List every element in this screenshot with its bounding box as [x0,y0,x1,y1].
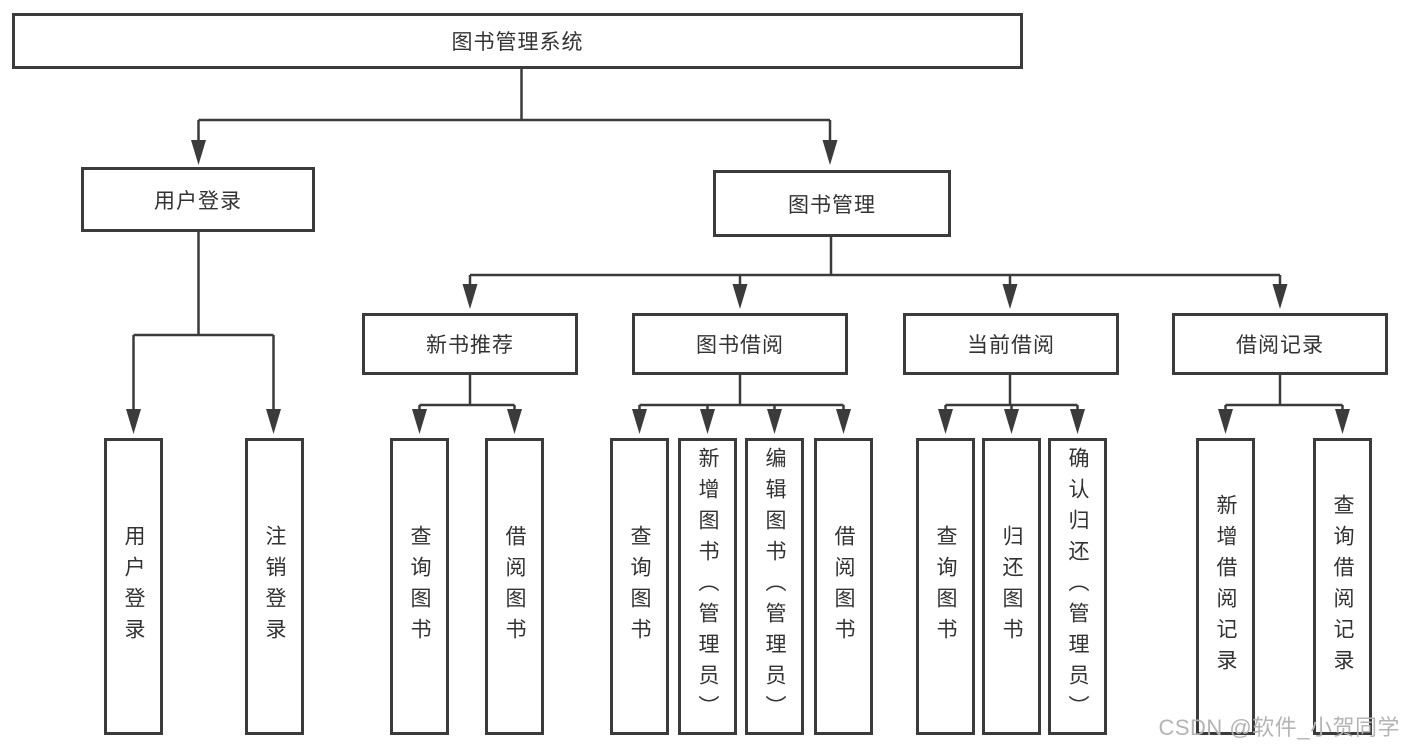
leaf-current-query-book-label: 查询图书 [934,524,957,649]
node-current-borrow: 当前借阅 [903,313,1119,375]
node-root-label: 图书管理系统 [451,31,584,54]
leaf-confirm-return-admin: 确认归还（管理员） [1048,438,1107,735]
leaf-borrow-borrow-book: 借阅图书 [814,438,873,735]
leaf-user-login-label: 用户登录 [122,524,145,649]
leaf-confirm-return-admin-label: 确认归还（管理员） [1066,447,1089,726]
node-new-book-recommend-label: 新书推荐 [426,334,514,357]
leaf-add-book-admin-label: 新增图书（管理员） [696,447,719,726]
node-book-management: 图书管理 [713,170,951,237]
leaf-add-book-admin: 新增图书（管理员） [678,438,737,735]
csdn-watermark: CSDN @软件_小贺同学 [1158,715,1400,740]
node-root: 图书管理系统 [12,13,1023,69]
leaf-current-query-book: 查询图书 [916,438,975,735]
node-current-borrow-label: 当前借阅 [967,334,1055,357]
leaf-edit-book-admin-label: 编辑图书（管理员） [763,447,786,726]
leaf-borrow-borrow-book-label: 借阅图书 [832,524,855,649]
leaf-return-book-label: 归还图书 [1000,524,1023,649]
leaf-logout: 注销登录 [245,438,304,735]
leaf-logout-label: 注销登录 [263,524,286,649]
leaf-add-borrow-record: 新增借阅记录 [1196,438,1255,735]
leaf-query-borrow-record: 查询借阅记录 [1313,438,1372,735]
node-book-borrow-label: 图书借阅 [696,334,784,357]
node-borrow-records: 借阅记录 [1172,313,1388,375]
node-borrow-records-label: 借阅记录 [1236,334,1324,357]
leaf-add-borrow-record-label: 新增借阅记录 [1214,493,1237,680]
connector-path [132,66,1344,411]
leaf-edit-book-admin: 编辑图书（管理员） [745,438,804,735]
node-book-borrow: 图书借阅 [632,313,848,375]
leaf-return-book: 归还图书 [982,438,1041,735]
leaf-newrec-borrow-book-label: 借阅图书 [503,524,526,649]
leaf-newrec-query-book-label: 查询图书 [408,524,431,649]
arrowheads [126,140,1350,434]
leaf-borrow-query-book-label: 查询图书 [628,524,651,649]
node-book-management-label: 图书管理 [788,193,876,217]
leaf-newrec-query-book: 查询图书 [390,438,449,735]
node-new-book-recommend: 新书推荐 [362,313,578,375]
leaf-query-borrow-record-label: 查询借阅记录 [1331,493,1354,680]
leaf-newrec-borrow-book: 借阅图书 [485,438,544,735]
leaf-borrow-query-book: 查询图书 [610,438,669,735]
node-user-login-label: 用户登录 [154,189,242,213]
leaf-user-login: 用户登录 [104,438,163,735]
node-user-login: 用户登录 [81,167,315,232]
